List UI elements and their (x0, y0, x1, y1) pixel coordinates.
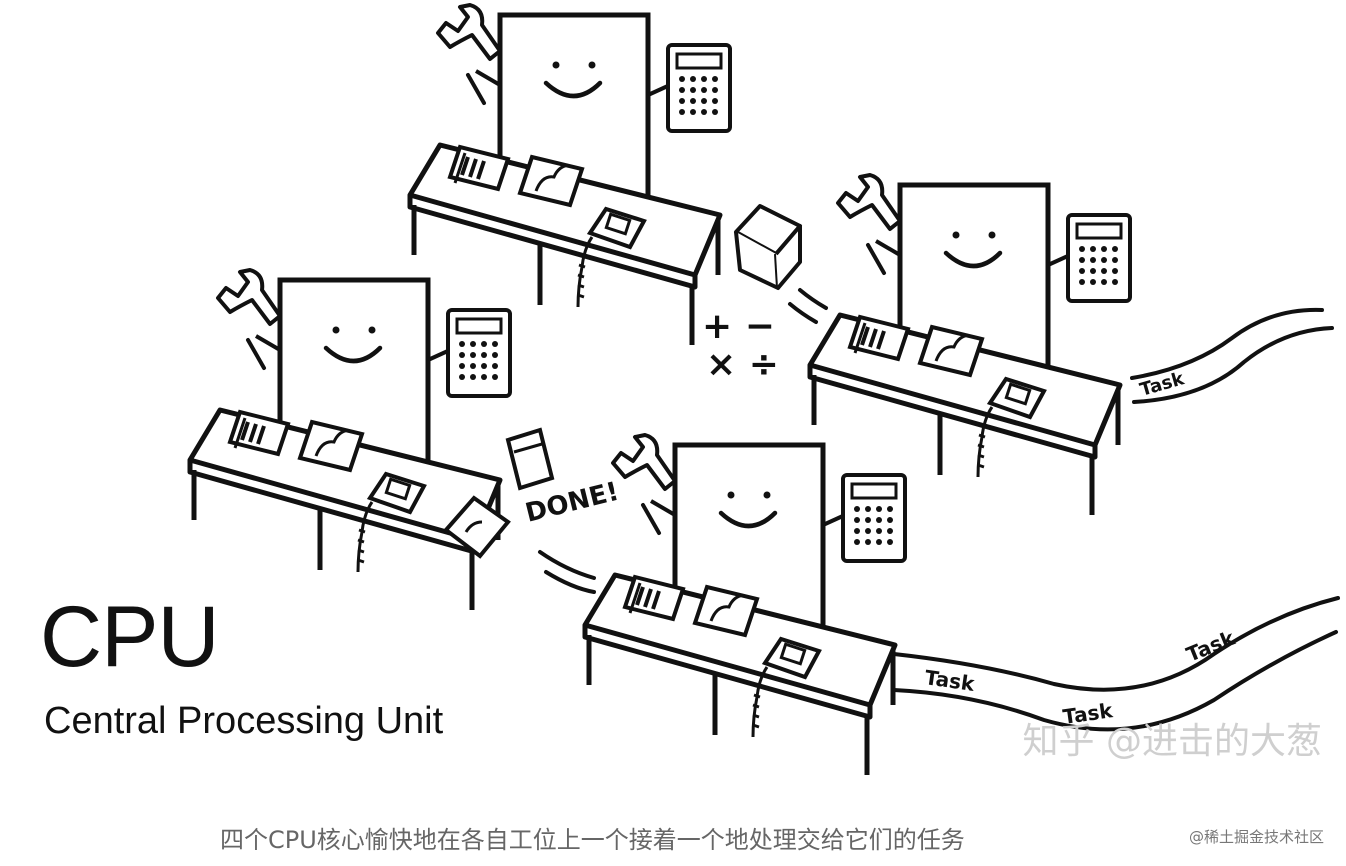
operators-times-divide: × ÷ (706, 344, 779, 385)
figure-title: CPU (40, 589, 220, 685)
figure-caption: 四个CPU核心愉快地在各自工位上一个接着一个地处理交给它们的任务 (220, 826, 965, 854)
operators-plus-minus: + − (702, 306, 775, 347)
watermark: 知乎 @进击的大葱 (1022, 721, 1322, 762)
done-document-icon (443, 427, 555, 559)
cpu-core-4 (585, 435, 905, 775)
cpu-core-2 (190, 270, 510, 610)
task-queue-bottom: Task Task Task (892, 596, 1340, 732)
site-credit: @稀土掘金技术社区 (1188, 828, 1324, 846)
task-label-4: Task (1183, 625, 1239, 666)
cpu-core-3 (810, 175, 1130, 515)
task-queue-right: Task (1130, 307, 1334, 404)
figure-subtitle: Central Processing Unit (44, 700, 444, 742)
cube-icon (734, 204, 802, 290)
cpu-core-1 (410, 5, 730, 345)
